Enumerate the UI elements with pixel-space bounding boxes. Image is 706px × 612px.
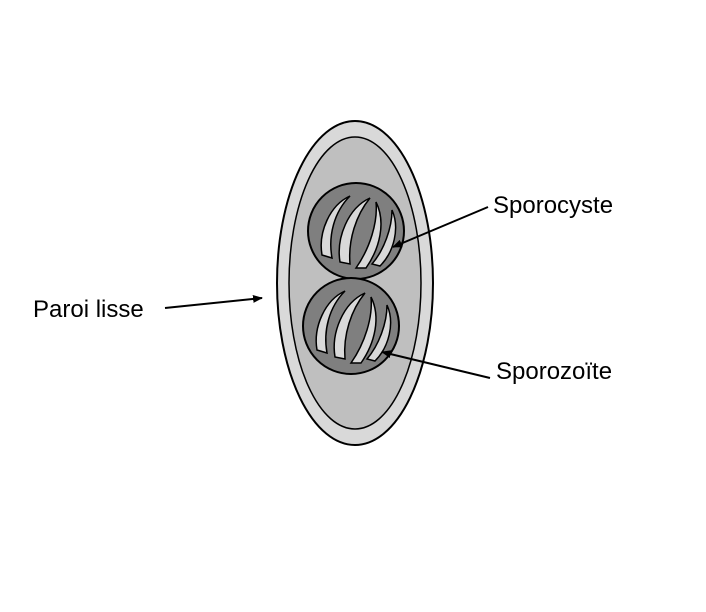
sporozoite-upper-1 <box>320 195 351 260</box>
sporozoite-upper-3 <box>354 201 382 269</box>
sporocyst-upper <box>307 182 405 280</box>
paroi-lisse-label: Paroi lisse <box>33 296 144 323</box>
sporocyste-label: Sporocyste <box>493 192 613 219</box>
sporozoite-lower-2 <box>333 292 366 360</box>
sporozoite-upper-2 <box>338 197 371 265</box>
sporozoite-upper-4 <box>370 209 397 267</box>
paroi-lisse-arrow <box>164 294 263 309</box>
sporozoite-arrow <box>381 350 491 379</box>
sporocyste-arrow <box>392 206 489 248</box>
sporozoite-label: Sporozoïte <box>496 358 612 385</box>
sporocyst-lower <box>302 277 400 375</box>
sporozoite-lower-3 <box>349 296 377 364</box>
sporozoite-lower-1 <box>315 290 346 355</box>
